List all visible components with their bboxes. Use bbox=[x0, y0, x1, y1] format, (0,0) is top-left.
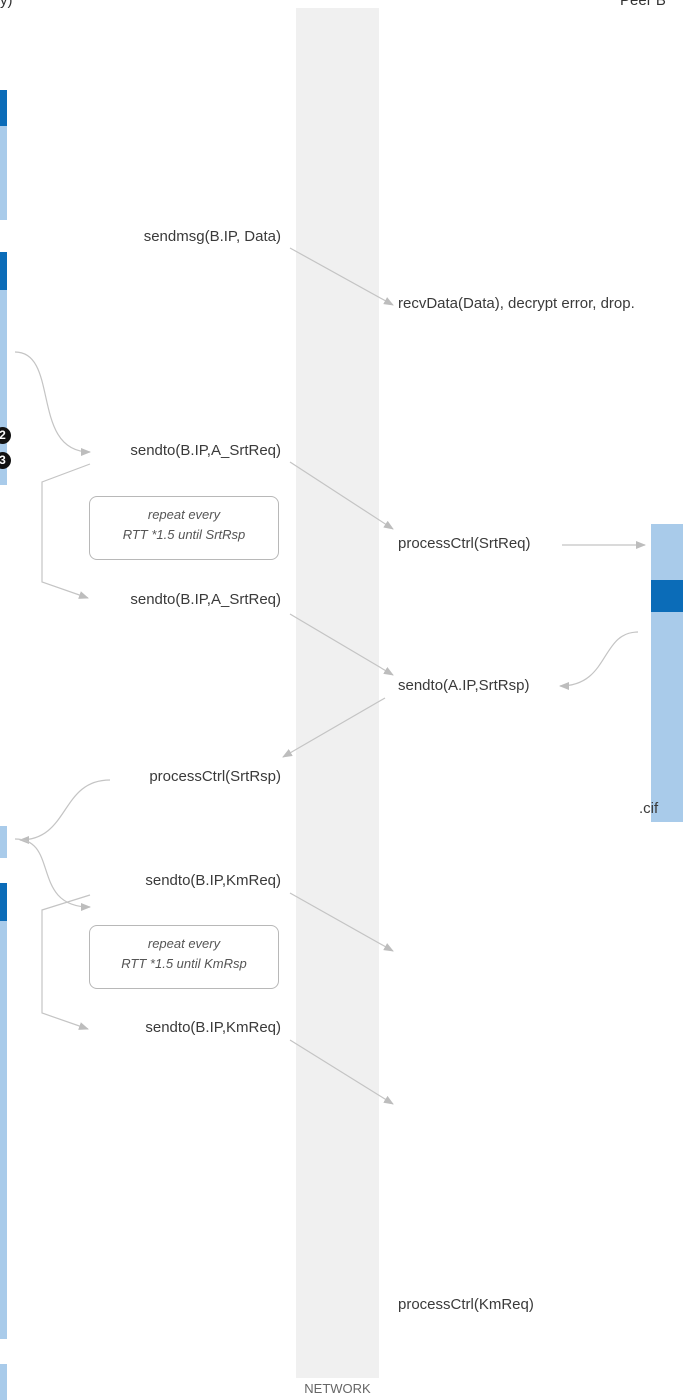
msg-send-srt-rsp: sendto(A.IP,SrtRsp) bbox=[398, 677, 530, 694]
left-panel-2 bbox=[0, 290, 7, 485]
arrow-srt-req-1 bbox=[289, 461, 394, 530]
curve-from-right-panel bbox=[559, 631, 639, 690]
arrow-km-req-1 bbox=[289, 892, 394, 952]
repeat-note-srt-line2: RTT *1.5 until SrtRsp bbox=[122, 527, 246, 542]
left-panel-2-header bbox=[0, 252, 7, 290]
left-panel-5 bbox=[0, 1364, 7, 1400]
right-panel-header bbox=[651, 580, 683, 612]
msg-km-req-1: sendto(B.IP,KmReq) bbox=[145, 872, 281, 889]
right-panel bbox=[651, 524, 683, 822]
left-panel-1-header bbox=[0, 90, 7, 126]
msg-process-km-req: processCtrl(KmReq) bbox=[398, 1296, 534, 1313]
repeat-note-km: repeat every RTT *1.5 until KmRsp bbox=[89, 925, 279, 989]
repeat-note-km-line2: RTT *1.5 until KmRsp bbox=[121, 956, 247, 971]
repeat-note-srt-line1: repeat every bbox=[147, 507, 221, 522]
left-panel-4 bbox=[0, 921, 7, 1339]
curve-to-km-req bbox=[14, 838, 91, 911]
arrow-srt-req-2 bbox=[289, 613, 394, 676]
msg-srt-req-1: sendto(B.IP,A_SrtReq) bbox=[130, 442, 281, 459]
curve-to-left-panel-3 bbox=[19, 779, 111, 844]
network-column bbox=[296, 8, 379, 1378]
arrow-srt-rsp bbox=[282, 697, 386, 758]
right-header-fragment: Peer B bbox=[620, 0, 666, 9]
repeat-note-km-line1: repeat every bbox=[147, 936, 221, 951]
network-label: NETWORK bbox=[304, 1381, 371, 1396]
step-badge-2: 2 bbox=[0, 427, 11, 444]
left-panel-3 bbox=[0, 826, 7, 858]
msg-km-req-2: sendto(B.IP,KmReq) bbox=[145, 1019, 281, 1036]
repeat-note-srt: repeat every RTT *1.5 until SrtRsp bbox=[89, 496, 279, 560]
step-badge-3: 3 bbox=[0, 452, 11, 469]
msg-srt-req-2: sendto(B.IP,A_SrtReq) bbox=[130, 591, 281, 608]
right-panel-label-fragment: .cif bbox=[639, 800, 659, 817]
msg-process-srt-req: processCtrl(SrtReq) bbox=[398, 535, 531, 552]
bracket-srt bbox=[41, 463, 91, 599]
curve-to-srt-req bbox=[14, 351, 91, 456]
msg-sendmsg: sendmsg(B.IP, Data) bbox=[143, 228, 281, 245]
bracket-km bbox=[41, 894, 91, 1030]
arrow-km-req-2 bbox=[289, 1039, 394, 1105]
msg-recv-data: recvData(Data), decrypt error, drop. bbox=[398, 295, 635, 312]
msg-process-srt-rsp: processCtrl(SrtRsp) bbox=[149, 768, 281, 785]
left-panel-1 bbox=[0, 126, 7, 220]
left-header-fragment: y) bbox=[0, 0, 13, 9]
arrow-data bbox=[289, 247, 394, 306]
left-panel-4-header bbox=[0, 883, 7, 921]
